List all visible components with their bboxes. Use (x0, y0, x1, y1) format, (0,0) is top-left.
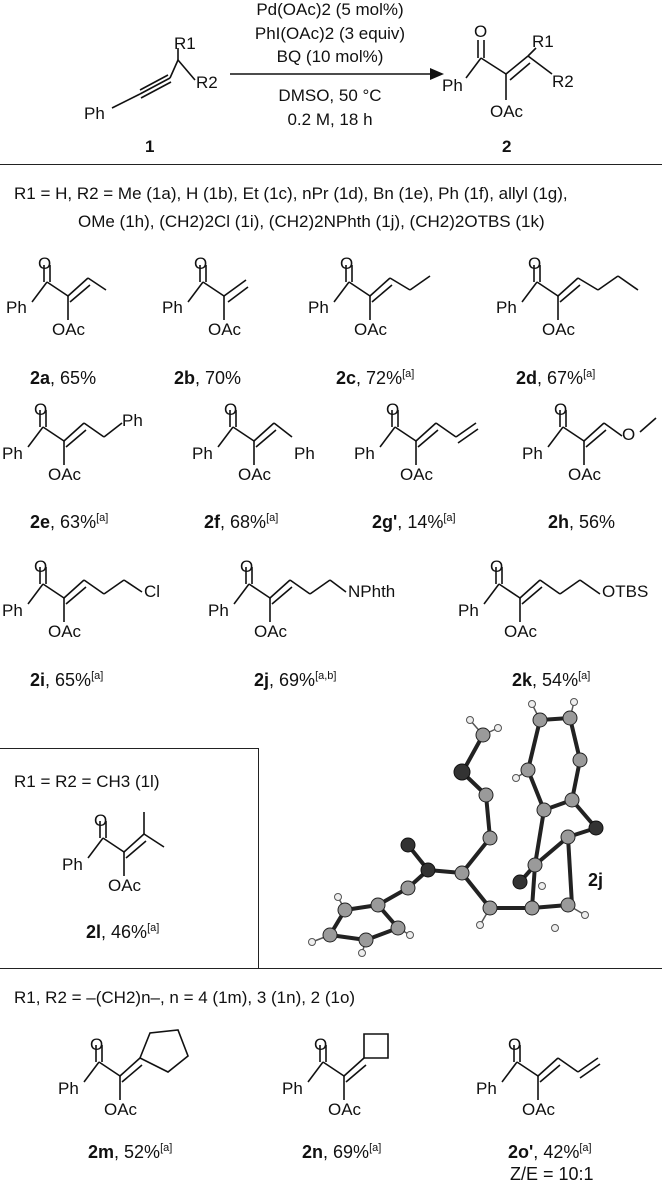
yield-2j: 2j, 69%[a,b] (254, 670, 337, 690)
substrate-label: 1 (145, 137, 155, 156)
o-label: O (528, 254, 542, 273)
o-label: O (622, 425, 636, 444)
oac-label: OAc (208, 320, 242, 339)
condition-3: BQ (10 mol%) (276, 47, 384, 66)
oac-label: OAc (522, 1100, 556, 1119)
oac-label: OAc (48, 465, 82, 484)
ph-label: Ph (84, 104, 105, 123)
o-label: O (386, 400, 400, 419)
yield-2g: 2g', 14%[a] (372, 512, 456, 532)
yield-2n: 2n, 69%[a] (302, 1142, 382, 1162)
r2-label: R2 (196, 73, 218, 92)
oac-label: OAc (400, 465, 434, 484)
oac-label: OAc (568, 465, 602, 484)
box-right-border (258, 748, 260, 968)
o-label: O (34, 557, 48, 576)
box-top-border (0, 748, 258, 750)
o-label: O (340, 254, 354, 273)
scope-3-line: R1, R2 = –(CH2)n–, n = 4 (1m), 3 (1n), 2… (14, 988, 356, 1007)
ph-label: Ph (62, 855, 83, 874)
r2-label: R2 (552, 72, 574, 91)
o-label: O (314, 1035, 328, 1054)
yield-2f: 2f, 68%[a] (204, 512, 279, 532)
oac-label: OAc (542, 320, 576, 339)
yield-2o: 2o', 42%[a] (508, 1142, 592, 1162)
ph-label: Ph (476, 1079, 497, 1098)
condition-2: PhI(OAc)2 (3 equiv) (254, 24, 406, 43)
ph-label: Ph (58, 1079, 79, 1098)
oac-label: OAc (238, 465, 272, 484)
oac-label: OAc (254, 622, 288, 641)
ph-label: Ph (522, 444, 543, 463)
ph-label: Ph (192, 444, 213, 463)
oac-label: OAc (48, 622, 82, 641)
oac-label: OAc (104, 1100, 138, 1119)
oac-label: OAc (504, 622, 538, 641)
ph-label: Ph (2, 601, 23, 620)
o-label: O (240, 557, 254, 576)
oac-label: OAc (354, 320, 388, 339)
o-label: O (224, 400, 238, 419)
yield-2c: 2c, 72%[a] (336, 368, 415, 388)
condition-4: DMSO, 50 °C (278, 86, 382, 105)
o-label: O (554, 400, 568, 419)
o-label: O (34, 400, 48, 419)
ph-label: Ph (458, 601, 479, 620)
o-label: O (90, 1035, 104, 1054)
r1-label: R1 (174, 34, 196, 53)
ph-label: Ph (496, 298, 517, 317)
yield-2k: 2k, 54%[a] (512, 670, 591, 690)
substituent-nphth: NPhth (348, 582, 396, 601)
divider (0, 164, 662, 166)
condition-5: 0.2 M, 18 h (287, 110, 373, 129)
yield-2i: 2i, 65%[a] (30, 670, 104, 690)
ph-label: Ph (2, 444, 23, 463)
scope-line-1: R1 = H, R2 = Me (1a), H (1b), Et (1c), n… (14, 184, 568, 203)
ze-ratio: Z/E = 10:1 (510, 1164, 594, 1184)
ph-label: Ph (308, 298, 329, 317)
crystal-label: 2j (588, 870, 604, 890)
box-caption: R1 = R2 = CH3 (1l) (14, 772, 160, 791)
yield-2m: 2m, 52%[a] (88, 1142, 173, 1162)
o-label: O (94, 811, 108, 830)
substituent-otbs: OTBS (602, 582, 649, 601)
o-label: O (38, 254, 52, 273)
oac-label: OAc (108, 876, 142, 895)
substituent-cl: Cl (144, 582, 161, 601)
o-label: O (490, 557, 504, 576)
yield-2l: 2l, 46%[a] (86, 922, 160, 942)
ph-label: Ph (442, 76, 463, 95)
condition-1: Pd(OAc)2 (5 mol%) (256, 0, 404, 19)
o-label: O (508, 1035, 522, 1054)
yield-2b: 2b, 70% (174, 368, 242, 388)
substituent-ph: Ph (122, 411, 143, 430)
ph-label: Ph (208, 601, 229, 620)
r1-label: R1 (532, 32, 554, 51)
ph-label: Ph (354, 444, 375, 463)
oac-label: OAc (52, 320, 86, 339)
ph-label: Ph (162, 298, 183, 317)
oac-label: OAc (328, 1100, 362, 1119)
divider (0, 968, 662, 970)
yield-2h: 2h, 56% (548, 512, 616, 532)
scheme-structures (111, 40, 553, 109)
o-label: O (194, 254, 208, 273)
yield-2e: 2e, 63%[a] (30, 512, 109, 532)
ph-label: Ph (282, 1079, 303, 1098)
o-label: O (474, 22, 488, 41)
ph-label: Ph (6, 298, 27, 317)
yield-2a: 2a, 65% (30, 368, 97, 388)
yield-2d: 2d, 67%[a] (516, 368, 596, 388)
product-label: 2 (502, 137, 512, 156)
oac-label: OAc (490, 102, 524, 121)
scope-line-2: OMe (1h), (CH2)2Cl (1i), (CH2)2NPhth (1j… (78, 212, 545, 231)
substituent-ph: Ph (294, 444, 315, 463)
